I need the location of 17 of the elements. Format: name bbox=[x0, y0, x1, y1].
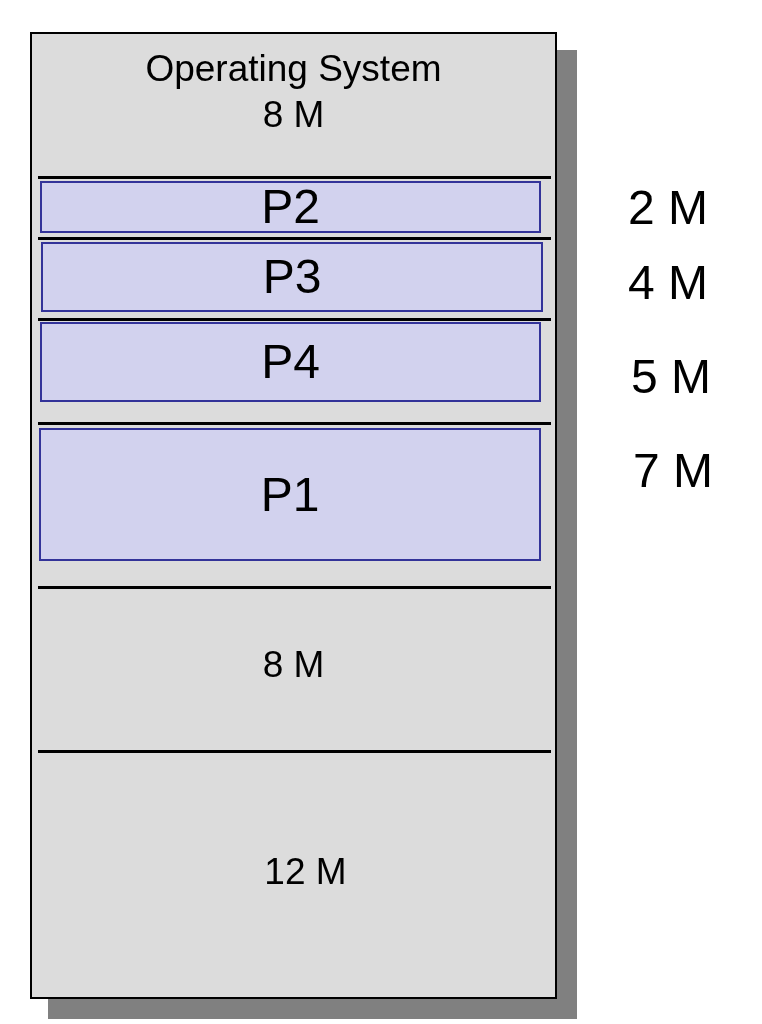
process-box bbox=[40, 322, 541, 402]
size-label: 4 M bbox=[628, 259, 708, 307]
size-label: 7 M bbox=[633, 447, 713, 495]
region-title: Operating System bbox=[145, 47, 442, 91]
process-box bbox=[40, 181, 541, 233]
memory-block bbox=[30, 32, 557, 999]
process-box bbox=[41, 242, 543, 312]
size-label: 8 M bbox=[262, 643, 325, 687]
size-label: 2 M bbox=[628, 184, 708, 232]
process-name: P2 bbox=[261, 183, 320, 231]
process-name: P3 bbox=[262, 253, 322, 301]
size-label: 12 M bbox=[264, 850, 347, 894]
process-name: P4 bbox=[261, 338, 320, 386]
size-label: 5 M bbox=[631, 353, 711, 401]
process-box bbox=[39, 428, 541, 561]
process-name: P1 bbox=[260, 470, 320, 519]
size-label: 8 M bbox=[262, 93, 325, 137]
